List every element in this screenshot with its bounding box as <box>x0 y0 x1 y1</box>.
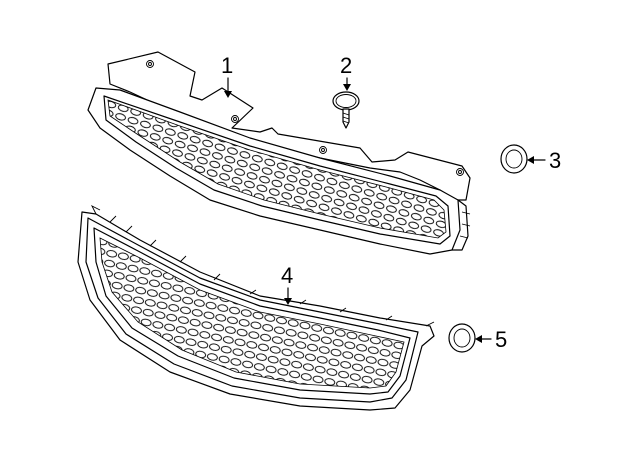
part-3-washer <box>500 144 528 174</box>
callout-4: 4 <box>281 263 294 288</box>
part-5-washer <box>448 323 476 353</box>
callout-arrows <box>224 77 546 343</box>
callout-5: 5 <box>495 327 508 352</box>
callout-1: 1 <box>221 53 234 78</box>
part-1-upper-grille <box>87 51 471 255</box>
part-4-lower-grille <box>77 204 435 411</box>
part-2-screw <box>332 91 360 129</box>
callout-3: 3 <box>549 148 562 173</box>
callout-2: 2 <box>340 53 353 78</box>
